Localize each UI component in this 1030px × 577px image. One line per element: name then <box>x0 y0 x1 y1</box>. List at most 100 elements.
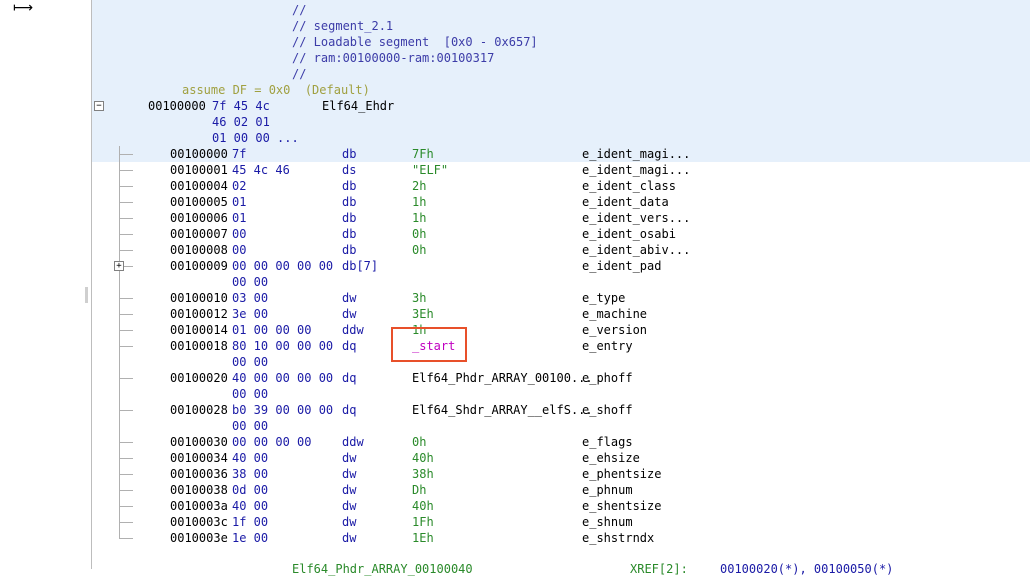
expand-array-icon[interactable]: + <box>114 261 124 271</box>
tree-branch <box>119 442 133 443</box>
row-mnemonic[interactable]: dw <box>342 515 357 529</box>
row-mnemonic[interactable]: db <box>342 227 357 241</box>
tree-branch <box>119 378 133 379</box>
row-mnemonic[interactable]: db[7] <box>342 259 379 273</box>
row-field-name: e_entry <box>582 339 633 353</box>
struct-bytes: 01 00 00 ... <box>212 131 299 145</box>
row-operand[interactable]: Dh <box>412 483 427 497</box>
row-bytes: 00 <box>232 243 247 257</box>
collapse-struct-icon[interactable]: − <box>94 101 104 111</box>
row-operand[interactable]: Elf64_Phdr_ARRAY_00100... <box>412 371 593 385</box>
row-address[interactable]: 00100008 <box>170 243 228 257</box>
row-address[interactable]: 00100036 <box>170 467 228 481</box>
code-listing[interactable]: // // segment_2.1 // Loadable segment [0… <box>92 0 1030 576</box>
row-operand[interactable]: 1h <box>412 323 427 337</box>
row-operand[interactable]: _start <box>412 339 456 353</box>
tree-branch <box>119 458 133 459</box>
struct-address[interactable]: 00100000 <box>148 99 206 113</box>
row-mnemonic[interactable]: dw <box>342 531 357 545</box>
split-handle[interactable] <box>85 287 88 303</box>
row-address[interactable]: 00100000 <box>170 147 228 161</box>
tree-branch <box>119 170 133 171</box>
row-operand[interactable]: 40h <box>412 451 434 465</box>
row-mnemonic[interactable]: ds <box>342 163 357 177</box>
row-mnemonic[interactable]: ddw <box>342 323 364 337</box>
row-mnemonic[interactable]: dw <box>342 307 357 321</box>
row-field-name: e_ident_vers... <box>582 211 691 225</box>
row-operand[interactable]: Elf64_Shdr_ARRAY__elfS... <box>412 403 593 417</box>
row-operand[interactable]: 3h <box>412 291 427 305</box>
row-operand[interactable]: 7Fh <box>412 147 434 161</box>
row-address[interactable]: 00100030 <box>170 435 228 449</box>
row-operand[interactable]: 0h <box>412 227 427 241</box>
row-bytes: b0 39 00 00 00 <box>232 403 334 417</box>
tree-branch <box>119 234 133 235</box>
row-mnemonic[interactable]: db <box>342 211 357 225</box>
row-field-name: e_ident_data <box>582 195 669 209</box>
row-operand[interactable]: 1h <box>412 211 427 225</box>
row-bytes-cont: 00 00 <box>232 355 269 369</box>
xref-refs[interactable]: 00100020(*), 00100050(*) <box>720 562 894 576</box>
row-address[interactable]: 00100005 <box>170 195 228 209</box>
row-address[interactable]: 00100014 <box>170 323 228 337</box>
highlight-box <box>391 327 467 362</box>
row-operand[interactable]: 1Fh <box>412 515 434 529</box>
tree-branch <box>119 410 133 411</box>
row-operand[interactable]: 3Eh <box>412 307 434 321</box>
row-mnemonic[interactable]: ddw <box>342 435 364 449</box>
row-mnemonic[interactable]: db <box>342 179 357 193</box>
row-address[interactable]: 00100004 <box>170 179 228 193</box>
row-address[interactable]: 00100012 <box>170 307 228 321</box>
row-mnemonic[interactable]: dw <box>342 451 357 465</box>
row-bytes: 0d 00 <box>232 483 269 497</box>
row-address[interactable]: 00100001 <box>170 163 228 177</box>
row-address[interactable]: 00100018 <box>170 339 228 353</box>
struct-type[interactable]: Elf64_Ehdr <box>322 99 395 113</box>
tree-branch <box>119 538 133 539</box>
row-bytes: 40 00 <box>232 499 269 513</box>
row-mnemonic[interactable]: dq <box>342 339 357 353</box>
row-field-name: e_shnum <box>582 515 633 529</box>
tree-branch <box>119 298 133 299</box>
row-mnemonic[interactable]: dq <box>342 371 357 385</box>
row-address[interactable]: 00100010 <box>170 291 228 305</box>
row-mnemonic[interactable]: db <box>342 195 357 209</box>
xref-label: XREF[2]: <box>630 562 688 576</box>
row-operand[interactable]: "ELF" <box>412 163 449 177</box>
row-operand[interactable]: 40h <box>412 499 434 513</box>
row-operand[interactable]: 38h <box>412 467 434 481</box>
row-mnemonic[interactable]: dw <box>342 483 357 497</box>
row-bytes: 00 00 00 00 00 <box>232 259 334 273</box>
listing-gutter: ⟼ <box>13 0 92 569</box>
row-mnemonic[interactable]: db <box>342 243 357 257</box>
row-address[interactable]: 00100028 <box>170 403 228 417</box>
row-mnemonic[interactable]: dw <box>342 499 357 513</box>
row-operand[interactable]: 1Eh <box>412 531 434 545</box>
struct-bytes: 46 02 01 <box>212 115 270 129</box>
row-mnemonic[interactable]: db <box>342 147 357 161</box>
next-label[interactable]: Elf64_Phdr_ARRAY_00100040 <box>292 562 473 576</box>
row-mnemonic[interactable]: dw <box>342 291 357 305</box>
row-address[interactable]: 00100020 <box>170 371 228 385</box>
row-address[interactable]: 00100009 <box>170 259 228 273</box>
row-address[interactable]: 00100034 <box>170 451 228 465</box>
row-address[interactable]: 00100007 <box>170 227 228 241</box>
row-address[interactable]: 0010003c <box>170 515 228 529</box>
row-address[interactable]: 00100006 <box>170 211 228 225</box>
row-field-name: e_ident_class <box>582 179 676 193</box>
tree-branch <box>119 330 133 331</box>
row-operand[interactable]: 0h <box>412 243 427 257</box>
row-mnemonic[interactable]: dw <box>342 467 357 481</box>
row-bytes: 80 10 00 00 00 <box>232 339 334 353</box>
row-operand[interactable]: 2h <box>412 179 427 193</box>
row-operand[interactable]: 1h <box>412 195 427 209</box>
comment-line: // segment_2.1 <box>292 19 394 33</box>
row-field-name: e_shentsize <box>582 499 662 513</box>
row-address[interactable]: 0010003a <box>170 499 228 513</box>
row-address[interactable]: 0010003e <box>170 531 228 545</box>
tree-branch <box>119 314 133 315</box>
row-mnemonic[interactable]: dq <box>342 403 357 417</box>
tree-branch <box>119 490 133 491</box>
row-operand[interactable]: 0h <box>412 435 427 449</box>
row-address[interactable]: 00100038 <box>170 483 228 497</box>
